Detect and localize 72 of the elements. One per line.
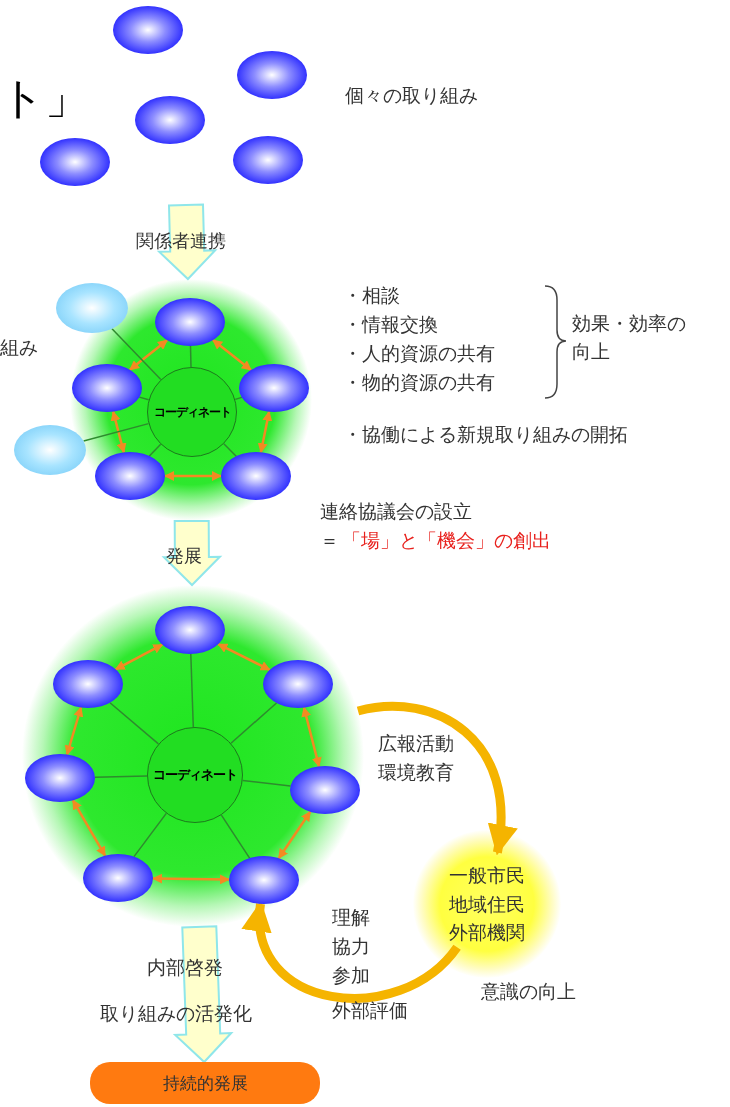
double-arrow: [114, 643, 164, 671]
double-arrow: [129, 339, 168, 371]
block-arrow: [172, 925, 234, 1064]
text-label: 効果・効率の向上: [572, 311, 687, 364]
double-arrow: [217, 643, 271, 671]
connector-line: [133, 812, 168, 858]
double-arrow: [110, 410, 127, 454]
connector-line: [190, 653, 195, 728]
double-arrow: [71, 799, 107, 857]
double-arrow: [301, 706, 322, 768]
text-label: 環境教育: [378, 761, 454, 785]
connector-line: [220, 814, 251, 859]
ellipse-node: [229, 856, 299, 904]
ellipse-node: [155, 298, 225, 346]
ellipse-node: [14, 425, 86, 475]
text-label: 個々の取り組み: [345, 84, 478, 108]
connector-line: [189, 345, 192, 368]
ellipse-node: [239, 364, 309, 412]
ellipse-node: [290, 766, 360, 814]
double-arrow: [212, 339, 252, 371]
ellipse-node: [95, 452, 165, 500]
text-label: 関係者連携: [136, 230, 226, 253]
connector-line: [138, 396, 150, 401]
double-arrow: [164, 471, 222, 481]
block-arrow: [161, 519, 223, 587]
text-label: 組み: [0, 336, 38, 360]
connector-line: [148, 443, 162, 457]
title-fragment: ト」: [0, 71, 89, 125]
node-caption: 意識の向上: [481, 980, 576, 1004]
connector-line: [234, 396, 243, 401]
ellipse-node: [53, 660, 123, 708]
text-label: ・人的資源の共有: [343, 342, 495, 366]
node-label: コーディネート: [153, 766, 237, 784]
connector-line: [82, 422, 150, 442]
connector-line: [109, 701, 160, 745]
text-label: ・物的資源の共有: [343, 371, 495, 395]
connector-line: [230, 702, 278, 744]
text-label: 外部評価: [332, 999, 408, 1023]
double-arrow: [64, 706, 84, 756]
text-label: 取り組みの活発化: [100, 1002, 252, 1026]
text-label: 「場」と「機会」の創出: [342, 529, 551, 553]
double-arrow: [277, 810, 312, 860]
node-label: 一般市民地域住民外部機関: [448, 863, 526, 946]
text-label: ＝: [320, 529, 339, 553]
text-label: 理解: [332, 906, 370, 930]
text-label: 連絡協議会の設立: [320, 500, 472, 524]
connector-line: [223, 443, 237, 457]
text-label: 協力: [332, 935, 370, 959]
ellipse-node: [221, 452, 291, 500]
text-label: 広報活動: [378, 732, 454, 756]
text-label: 内部啓発: [147, 956, 223, 980]
text-label: ・情報交換: [343, 313, 438, 337]
ellipse-node: [155, 606, 225, 654]
ellipse-node: [72, 364, 142, 412]
node-label: 持続的発展: [162, 1071, 248, 1095]
text-label: 発展: [166, 545, 202, 568]
text-label: ・相談: [343, 284, 400, 308]
text-label: ・協働による新規取り組みの開拓: [343, 423, 628, 447]
double-arrow: [257, 410, 273, 454]
ellipse-node: [263, 660, 333, 708]
ellipse-node: [83, 854, 153, 902]
ellipse-node: [25, 754, 95, 802]
block-arrow: [156, 203, 218, 281]
process-box: [90, 1062, 320, 1104]
connector-line: [94, 775, 148, 778]
node-label: コーディネート: [153, 403, 231, 421]
double-arrow: [152, 873, 230, 885]
ellipse-node: [56, 283, 128, 333]
text-label: 参加: [332, 964, 370, 988]
connector-line: [241, 779, 292, 787]
connector-line: [111, 328, 162, 381]
curved-arrow: [357, 701, 517, 856]
